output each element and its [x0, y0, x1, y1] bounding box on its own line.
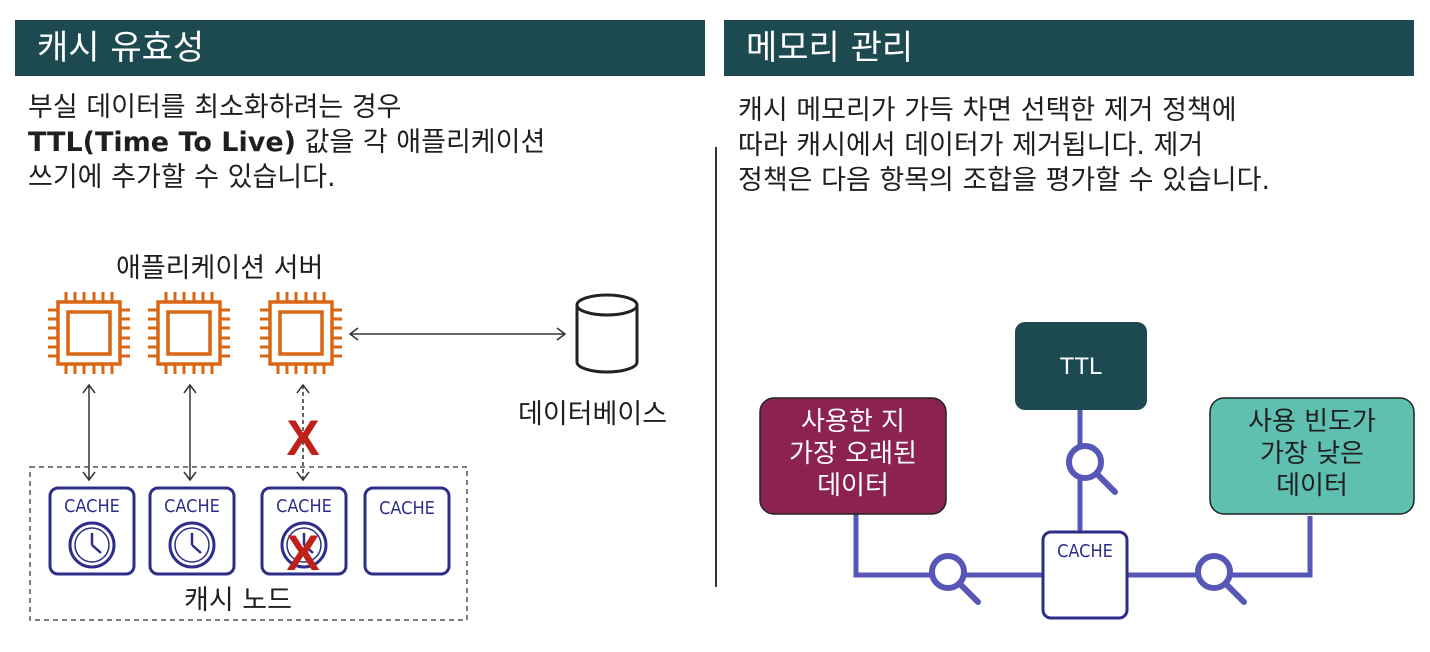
lfu-line-3: 데이터	[1276, 471, 1348, 501]
app-servers-label: 애플리케이션 서버	[116, 253, 324, 284]
expired-x-mark-icon: X	[286, 525, 319, 581]
memory-management-description: 캐시 메모리가 가득 차면 선택한 제거 정책에 따라 캐시에서 데이터가 제거…	[738, 93, 1270, 198]
cache-label: CACHE	[379, 498, 435, 519]
mm-line-1: 캐시 메모리가 가득 차면 선택한 제거 정책에	[738, 95, 1237, 126]
lru-line-3: 데이터	[817, 471, 889, 501]
memory-management-header: 메모리 관리	[724, 20, 1414, 76]
app-server-chip-icon-3	[258, 290, 344, 376]
cache-nodes-container	[29, 466, 468, 621]
mm-line-2: 따라 캐시에서 데이터가 제거됩니다. 제거	[738, 130, 1204, 161]
app-server-chip-icon-1	[46, 290, 132, 376]
invalid-x-mark-icon: X	[286, 410, 319, 466]
database-icon	[575, 293, 639, 374]
description-line-3: 쓰기에 추가할 수 있습니다.	[28, 162, 336, 193]
ttl-term: TTL(Time To Live)	[28, 127, 297, 158]
description-line-2: TTL(Time To Live) 값을 각 애플리케이션	[28, 125, 545, 160]
description-line-1: 부실 데이터를 최소화하려는 경우	[28, 92, 402, 123]
cache-validity-description: 부실 데이터를 최소화하려는 경우 TTL(Time To Live) 값을 각…	[28, 90, 545, 195]
clock-icon	[168, 521, 216, 569]
server-cache-arrow-3-dashed	[296, 383, 310, 482]
lfu-line-1: 사용 빈도가	[1248, 407, 1376, 437]
cache-node-2: CACHE	[148, 486, 236, 576]
cache-nodes-label: 캐시 노드	[184, 585, 292, 616]
ttl-label: TTL	[1060, 353, 1103, 380]
lru-policy-box	[759, 397, 947, 515]
section-divider	[715, 147, 717, 587]
cache-node-3: CACHE	[260, 486, 348, 576]
cache-label: CACHE	[276, 496, 332, 517]
central-cache-label: CACHE	[1057, 541, 1113, 562]
cache-node-1: CACHE	[48, 486, 136, 576]
cache-node-4: CACHE	[363, 486, 451, 576]
lru-line-1: 사용한 지	[801, 407, 905, 437]
ttl-policy-box	[1015, 322, 1147, 410]
server-cache-arrow-1	[82, 383, 96, 482]
description-line-2-rest: 값을 각 애플리케이션	[296, 127, 546, 158]
cache-validity-header: 캐시 유효성	[15, 20, 705, 76]
server-database-arrow	[348, 327, 567, 341]
lru-magnifier-icon	[932, 556, 978, 602]
lru-line-2: 가장 오래된	[789, 439, 917, 469]
lru-policy-text: 사용한 지 가장 오래된 데이터	[760, 406, 946, 502]
server-cache-arrow-2	[183, 383, 197, 482]
lfu-line-2: 가장 낮은	[1260, 439, 1364, 469]
central-cache-box	[1041, 530, 1129, 620]
lfu-policy-text: 사용 빈도가 가장 낮은 데이터	[1210, 406, 1414, 502]
lfu-magnifier-icon	[1198, 556, 1244, 602]
mm-line-3: 정책은 다음 항목의 조합을 평가할 수 있습니다.	[738, 165, 1271, 196]
app-server-chip-icon-2	[146, 290, 232, 376]
database-label: 데이터베이스	[518, 399, 668, 430]
cache-label: CACHE	[64, 496, 120, 517]
lfu-policy-box	[1209, 397, 1415, 515]
clock-icon	[68, 521, 116, 569]
ttl-magnifier-icon	[1069, 446, 1115, 492]
cache-label: CACHE	[164, 496, 220, 517]
